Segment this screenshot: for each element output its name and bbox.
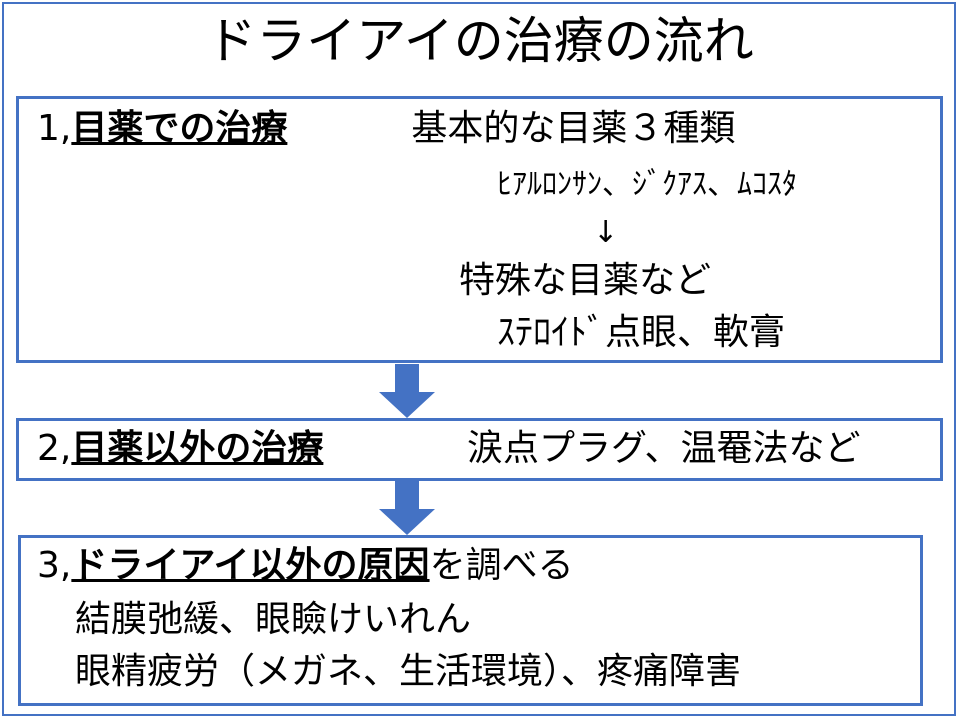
- step3-line1: 結膜弛緩、眼瞼けいれん: [75, 599, 472, 640]
- step3-heading: ドライアイ以外の原因: [71, 545, 430, 586]
- step1-basic-items: ﾋｱﾙﾛﾝｻﾝ、ｼﾞｸｱｽ、ﾑｺｽﾀ: [497, 167, 797, 202]
- step3-heading-suffix: を調べる: [429, 545, 574, 586]
- step3-header: 3,ドライアイ以外の原因を調べる: [37, 544, 574, 588]
- slide-title: ドライアイの治療の流れ: [206, 12, 754, 70]
- step1-box: 1,目薬での治療 基本的な目薬３種類 ﾋｱﾙﾛﾝｻﾝ、ｼﾞｸｱｽ、ﾑｺｽﾀ ↓ 特…: [16, 96, 943, 363]
- flow-arrow-1: [379, 364, 435, 418]
- step2-header: 2,目薬以外の治療: [37, 427, 323, 471]
- step3-box: 3,ドライアイ以外の原因を調べる 結膜弛緩、眼瞼けいれん 眼精疲労（メガネ、生活…: [18, 535, 923, 706]
- down-arrow: ↓: [593, 215, 619, 250]
- step1-basic: 基本的な目薬３種類: [411, 108, 736, 149]
- step2-heading: 目薬以外の治療: [71, 428, 324, 469]
- step2-detail: 涙点プラグ、温罨法など: [467, 428, 861, 469]
- step1-special-items: ｽﾃﾛｲﾄﾞ点眼、軟膏: [497, 312, 786, 353]
- step3-number: 3,: [37, 545, 72, 586]
- flow-arrow-2: [379, 481, 435, 535]
- step1-header: 1,目薬での治療 基本的な目薬３種類: [37, 107, 735, 151]
- step2-box: 2,目薬以外の治療 涙点プラグ、温罨法など: [16, 418, 943, 481]
- step2-number: 2,: [37, 428, 72, 469]
- step3-line2: 眼精疲労（メガネ、生活環境）、疼痛障害: [75, 651, 742, 692]
- step1-special: 特殊な目薬など: [459, 260, 712, 301]
- step1-heading: 目薬での治療: [71, 108, 288, 149]
- step1-number: 1,: [37, 108, 72, 149]
